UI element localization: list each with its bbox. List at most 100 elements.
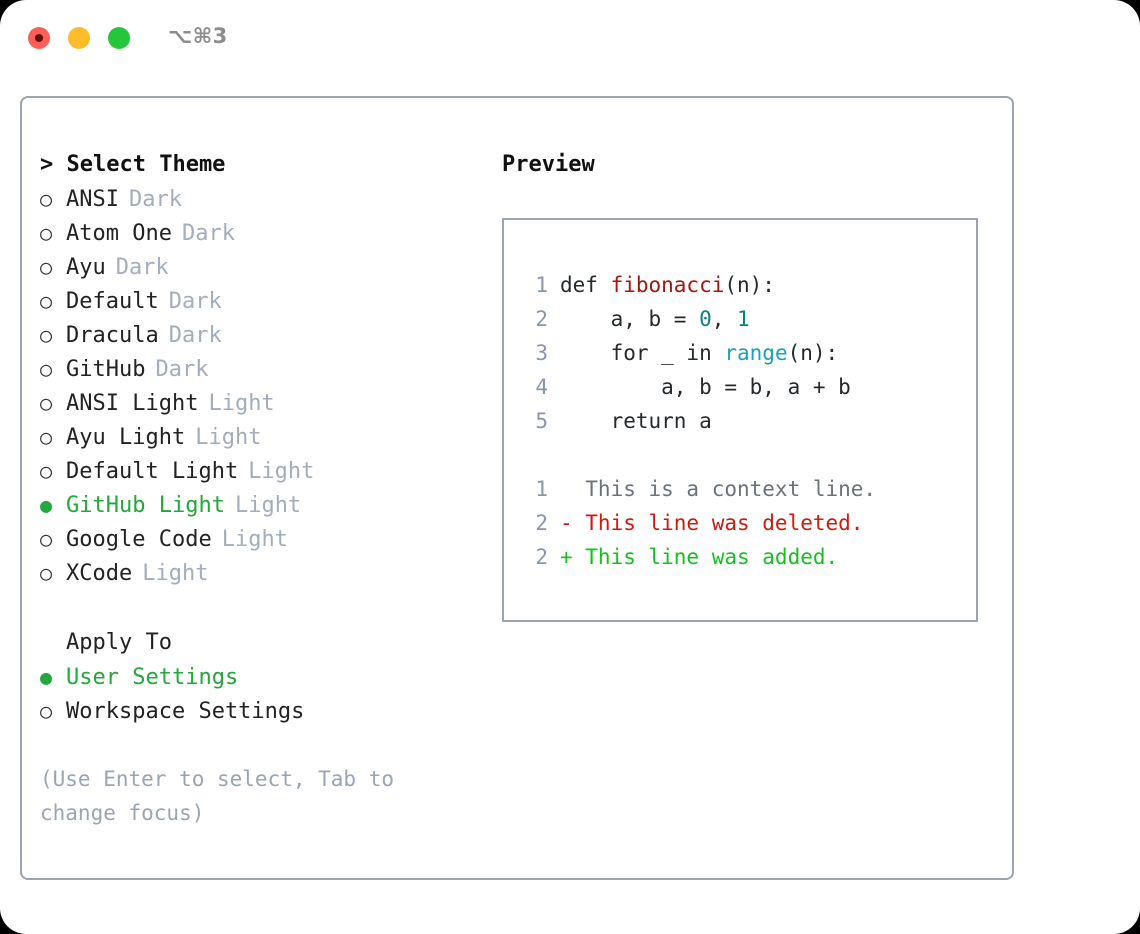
diff-sample: 1 This is a context line. 2 - This line wa… — [522, 472, 976, 574]
theme-option-label: ANSI — [66, 187, 119, 212]
theme-option-label: Default — [66, 289, 159, 314]
code-token-plain: (n): — [787, 341, 839, 365]
code-diff-spacer — [522, 438, 976, 472]
apply-to-option-label: User Settings — [66, 665, 239, 690]
code-token-builtin: range — [724, 341, 788, 365]
radio-unselected-icon: ○ — [40, 323, 53, 347]
theme-option-label: Ayu — [66, 255, 106, 280]
code-token-plain: a, b = — [560, 307, 700, 331]
line-number: 5 — [535, 409, 548, 433]
code-line-content: a, b = 0, 1 — [560, 302, 750, 336]
apply-to-option-list[interactable]: ●User Settings ○ Workspace Settings — [40, 660, 490, 728]
theme-option-variant-tag: Light — [248, 459, 315, 484]
theme-option-label: Ayu Light — [66, 425, 186, 450]
theme-option-default[interactable]: ○ Default Dark — [40, 284, 490, 318]
code-line-content: def fibonacci(n): — [560, 268, 775, 302]
line-number: 1 — [535, 273, 548, 297]
theme-option-ayu-light[interactable]: ○ Ayu Light Light — [40, 420, 490, 454]
title-bar: ⌥⌘3 — [0, 0, 1140, 78]
theme-option-ansi-light[interactable]: ○ ANSI Light Light — [40, 386, 490, 420]
radio-unselected-icon: ○ — [40, 459, 53, 483]
line-number: 4 — [535, 375, 548, 399]
code-token-plain: for _ in — [560, 341, 725, 365]
theme-option-ansi[interactable]: ○ ANSI Dark — [40, 182, 490, 216]
radio-unselected-icon: ○ — [40, 289, 53, 313]
apply-to-heading: Apply To — [66, 630, 172, 655]
code-token-num: 0 — [699, 307, 712, 331]
theme-option-dracula[interactable]: ○ Dracula Dark — [40, 318, 490, 352]
theme-option-variant-tag: Dark — [155, 357, 209, 382]
apply-to-option-user-settings[interactable]: ●User Settings — [40, 660, 490, 694]
theme-option-default-light[interactable]: ○ Default Light Light — [40, 454, 490, 488]
theme-option-variant-tag: Dark — [128, 187, 182, 212]
line-number: 3 — [535, 341, 548, 365]
theme-option-variant-tag: Light — [142, 561, 209, 586]
radio-unselected-icon: ○ — [40, 187, 53, 211]
theme-option-label: Default Light — [66, 459, 239, 484]
radio-unselected-icon: ○ — [40, 561, 53, 585]
diff-line-content: This is a context line. — [560, 477, 877, 501]
window-title-shortcut: ⌥⌘3 — [168, 24, 228, 48]
keyboard-hint-text: (Use Enter to select, Tab to change focu… — [40, 767, 407, 825]
line-number: 2 — [535, 307, 548, 331]
theme-option-variant-tag: Light — [234, 493, 302, 518]
code-token-fn: fibonacci — [610, 273, 725, 297]
theme-option-variant-tag: Dark — [115, 255, 169, 280]
diff-line-deleted: 2 - This line was deleted. — [522, 506, 976, 540]
minimize-button[interactable] — [68, 27, 90, 49]
code-line: 4 a, b = b, a + b — [522, 370, 976, 404]
code-line: 2 a, b = 0, 1 — [522, 302, 976, 336]
radio-selected-icon: ● — [40, 493, 53, 517]
theme-option-label: ANSI Light — [66, 391, 199, 416]
theme-option-variant-tag: Light — [195, 425, 262, 450]
line-number: 2 — [535, 545, 548, 569]
code-line: 3 for _ in range(n): — [522, 336, 976, 370]
theme-option-variant-tag: Dark — [168, 289, 222, 314]
code-line: 1 def fibonacci(n): — [522, 268, 976, 302]
theme-option-label: Dracula — [66, 323, 159, 348]
section-spacer — [40, 590, 490, 626]
code-line-content: for _ in range(n): — [560, 336, 839, 370]
radio-unselected-icon: ○ — [40, 357, 53, 381]
apply-to-option-label: Workspace Settings — [66, 699, 305, 724]
theme-option-label: Google Code — [66, 527, 212, 552]
diff-line-context: 1 This is a context line. — [522, 472, 976, 506]
radio-unselected-icon: ○ — [40, 425, 53, 449]
diff-line-content: - This line was deleted. — [560, 511, 864, 535]
traffic-light-group — [28, 27, 130, 49]
radio-unselected-icon: ○ — [40, 527, 53, 551]
code-token-num: 1 — [737, 307, 750, 331]
theme-option-xcode[interactable]: ○ XCode Light — [40, 556, 490, 590]
apply-to-option-workspace-settings[interactable]: ○ Workspace Settings — [40, 694, 490, 728]
code-token-plain: return a — [560, 409, 712, 433]
theme-option-label: Atom One — [66, 221, 172, 246]
code-line: 5 return a — [522, 404, 976, 438]
line-number: 2 — [535, 511, 548, 535]
radio-unselected-icon: ○ — [40, 391, 53, 415]
radio-unselected-icon: ○ — [40, 221, 53, 245]
radio-unselected-icon: ○ — [40, 699, 53, 723]
code-token-plain: , — [711, 307, 738, 331]
code-line-content: return a — [560, 404, 712, 438]
preview-heading: Preview — [502, 152, 595, 177]
theme-option-label: XCode — [66, 561, 133, 586]
diff-line-added: 2+ This line was added. — [522, 540, 976, 574]
code-token-def: def — [560, 273, 611, 297]
code-line-content: a, b = b, a + b — [560, 370, 851, 404]
code-token-plain: a, b = b, a + b — [560, 375, 851, 399]
maximize-button[interactable] — [108, 27, 130, 49]
close-button[interactable] — [28, 27, 50, 49]
theme-option-variant-tag: Dark — [168, 323, 222, 348]
theme-option-variant-tag: Light — [208, 391, 275, 416]
